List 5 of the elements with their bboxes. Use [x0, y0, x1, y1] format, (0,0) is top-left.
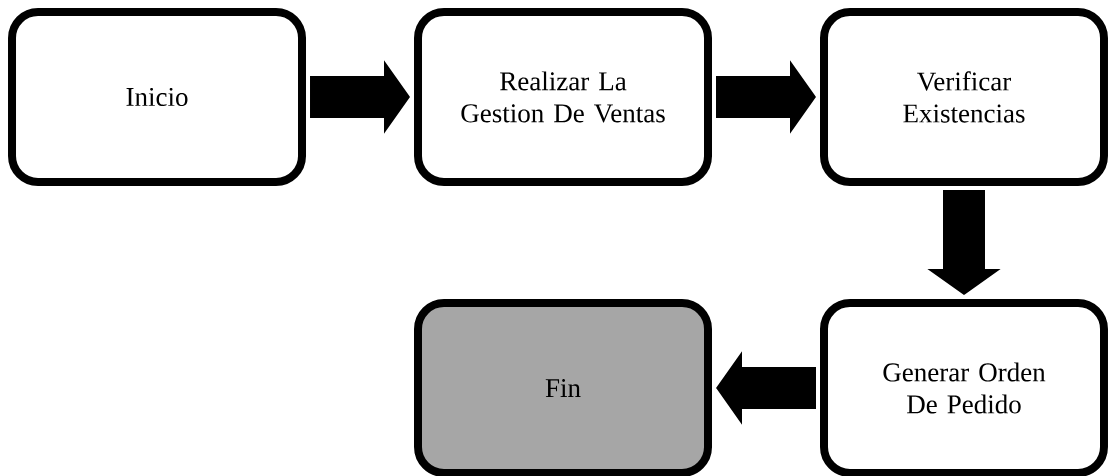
process-box: Realizar La Gestion De Ventas [414, 8, 712, 186]
process-box: Generar Orden De Pedido [820, 299, 1108, 476]
process-box: Inicio [8, 8, 306, 186]
process-box: Fin [414, 299, 712, 476]
process-box: Verificar Existencias [820, 8, 1108, 186]
